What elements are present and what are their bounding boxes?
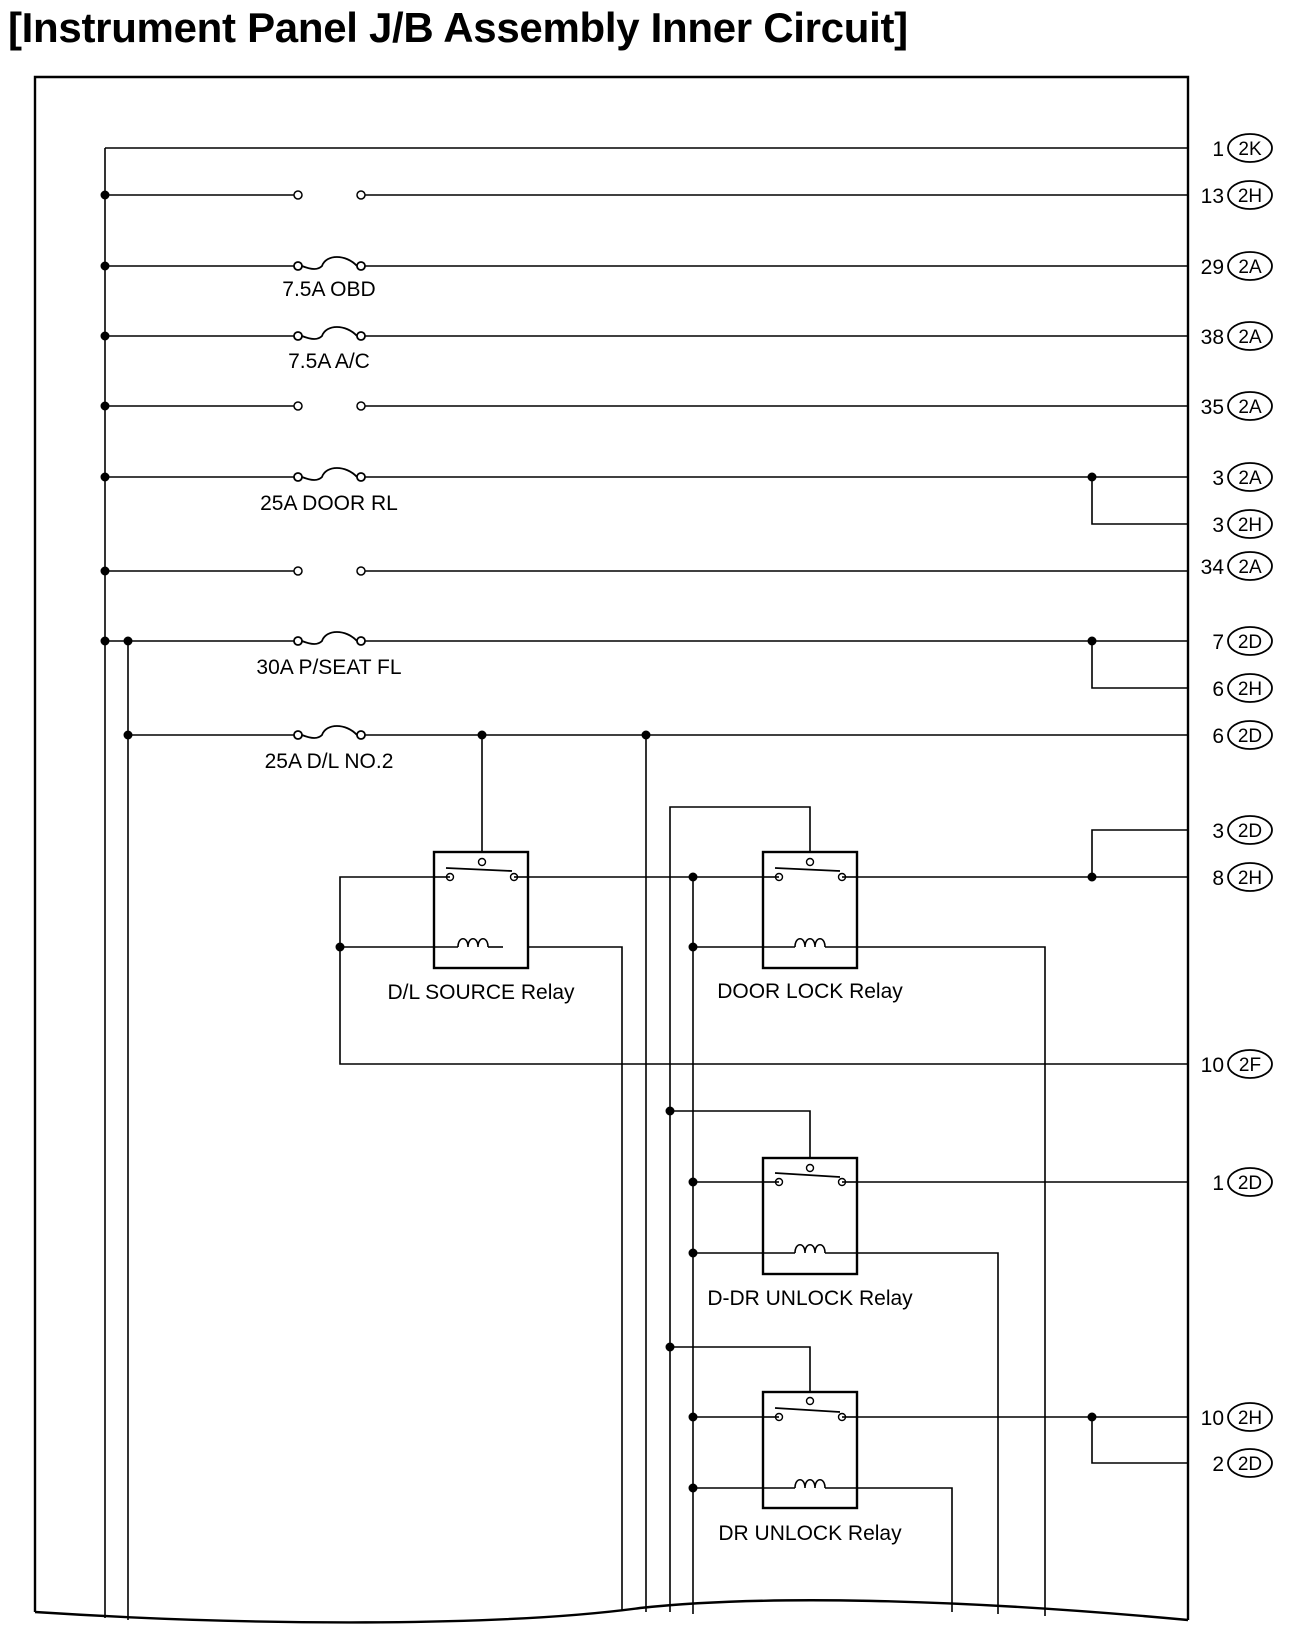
frame xyxy=(33,75,1190,1624)
relay-dl-source xyxy=(432,850,530,970)
pin-number: 10 xyxy=(1201,1407,1224,1430)
connector-id: 2H xyxy=(1238,679,1262,700)
fuse-dl-no2 xyxy=(293,725,366,740)
relay-door-lock xyxy=(761,850,859,970)
terminal-2-2D: 2 2D xyxy=(1212,1448,1273,1478)
pin-number: 8 xyxy=(1212,867,1224,890)
terminal-3-2A: 3 2A xyxy=(1212,462,1273,492)
connector-id: 2H xyxy=(1238,515,1262,536)
connector-id: 2D xyxy=(1238,726,1262,747)
relay-symbols xyxy=(432,850,859,1510)
pin-number: 6 xyxy=(1212,725,1224,748)
relay-label-door-lock: DOOR LOCK Relay xyxy=(717,980,903,1003)
terminal-1-2D: 1 2D xyxy=(1212,1167,1273,1197)
fuse-pseat-fl xyxy=(293,631,366,646)
connector-id: 2D xyxy=(1238,1173,1262,1194)
pin-number: 29 xyxy=(1201,256,1224,279)
connector-id: 2F xyxy=(1239,1055,1261,1076)
terminal-6-2H: 6 2H xyxy=(1212,673,1273,703)
page-title: [Instrument Panel J/B Assembly Inner Cir… xyxy=(8,4,908,51)
fuse-symbols xyxy=(293,256,366,740)
pin-number: 3 xyxy=(1212,820,1224,843)
terminal-8-2H: 8 2H xyxy=(1212,862,1273,892)
relay-label-dl-source: D/L SOURCE Relay xyxy=(387,981,575,1004)
connector-id: 2A xyxy=(1238,327,1262,348)
terminal-3-2H: 3 2H xyxy=(1212,509,1273,539)
connector-id: 2H xyxy=(1238,868,1262,889)
connector-id: 2K xyxy=(1238,139,1262,160)
pin-number: 6 xyxy=(1212,678,1224,701)
fuse-label-dl-no2: 25A D/L NO.2 xyxy=(265,750,394,773)
fuse-obd xyxy=(293,256,366,271)
connector-id: 2H xyxy=(1238,1408,1262,1429)
terminal-10-2H: 10 2H xyxy=(1201,1402,1273,1432)
terminal-1-2K: 1 2K xyxy=(1212,133,1273,163)
pin-number: 1 xyxy=(1212,1172,1224,1195)
fuse-label-ac: 7.5A A/C xyxy=(288,350,370,373)
terminal-3-2D: 3 2D xyxy=(1212,815,1273,845)
relay-dr-unlock xyxy=(761,1390,859,1510)
pin-number: 7 xyxy=(1212,631,1224,654)
pin-number: 3 xyxy=(1212,467,1224,490)
pin-number: 38 xyxy=(1201,326,1224,349)
fuse-ac xyxy=(293,326,366,341)
terminal-10-2F: 10 2F xyxy=(1201,1049,1273,1079)
relay-label-d-dr-unlock: D-DR UNLOCK Relay xyxy=(707,1287,913,1310)
wires xyxy=(104,147,1188,1620)
open-terminals xyxy=(293,190,366,576)
terminal-13-2H: 13 2H xyxy=(1201,180,1273,210)
pin-number: 35 xyxy=(1201,396,1224,419)
connector-id: 2D xyxy=(1238,1454,1262,1475)
connector-id: 2A xyxy=(1238,557,1262,578)
connector-id: 2H xyxy=(1238,186,1262,207)
pin-number: 10 xyxy=(1201,1054,1224,1077)
fuse-door-rl xyxy=(293,467,366,482)
terminal-29-2A: 29 2A xyxy=(1201,251,1273,281)
terminal-6-2D: 6 2D xyxy=(1212,720,1273,750)
fuse-label-pseat-fl: 30A P/SEAT FL xyxy=(256,656,401,679)
pin-number: 13 xyxy=(1201,185,1224,208)
connector-id: 2A xyxy=(1238,397,1262,418)
pin-number: 34 xyxy=(1201,556,1225,579)
pin-number: 3 xyxy=(1212,514,1224,537)
relay-label-dr-unlock: DR UNLOCK Relay xyxy=(718,1522,902,1545)
terminal-34-2A: 34 2A xyxy=(1201,551,1273,581)
terminal-35-2A: 35 2A xyxy=(1201,391,1273,421)
connector-id: 2D xyxy=(1238,632,1262,653)
fuse-label-obd: 7.5A OBD xyxy=(282,278,375,301)
connector-id: 2A xyxy=(1238,468,1262,489)
pin-number: 2 xyxy=(1212,1453,1224,1476)
connector-id: 2D xyxy=(1238,821,1262,842)
pin-number: 1 xyxy=(1212,138,1224,161)
junction-dots xyxy=(100,190,1097,1493)
terminal-7-2D: 7 2D xyxy=(1212,626,1273,656)
fuse-label-door-rl: 25A DOOR RL xyxy=(260,492,398,515)
relay-d-dr-unlock xyxy=(761,1156,859,1276)
connector-id: 2A xyxy=(1238,257,1262,278)
terminal-38-2A: 38 2A xyxy=(1201,321,1273,351)
